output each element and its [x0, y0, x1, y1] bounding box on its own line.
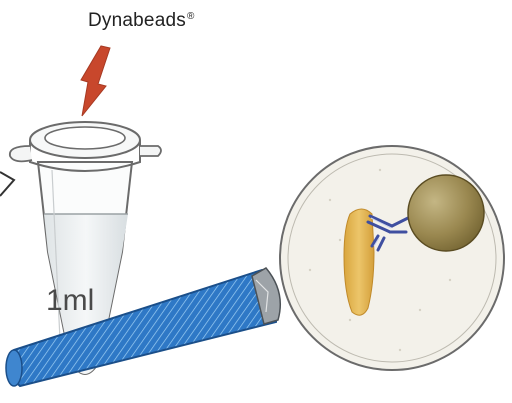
down-arrow-icon [81, 46, 110, 116]
tube-volume-label: 1ml [46, 286, 94, 316]
reagent-label: Dynabeads® [88, 10, 195, 32]
cell-shape [344, 209, 374, 315]
dynabead [408, 175, 484, 251]
registered-mark: ® [187, 11, 195, 22]
partial-arrow-icon [0, 172, 14, 196]
magnified-view-icon [280, 146, 504, 370]
